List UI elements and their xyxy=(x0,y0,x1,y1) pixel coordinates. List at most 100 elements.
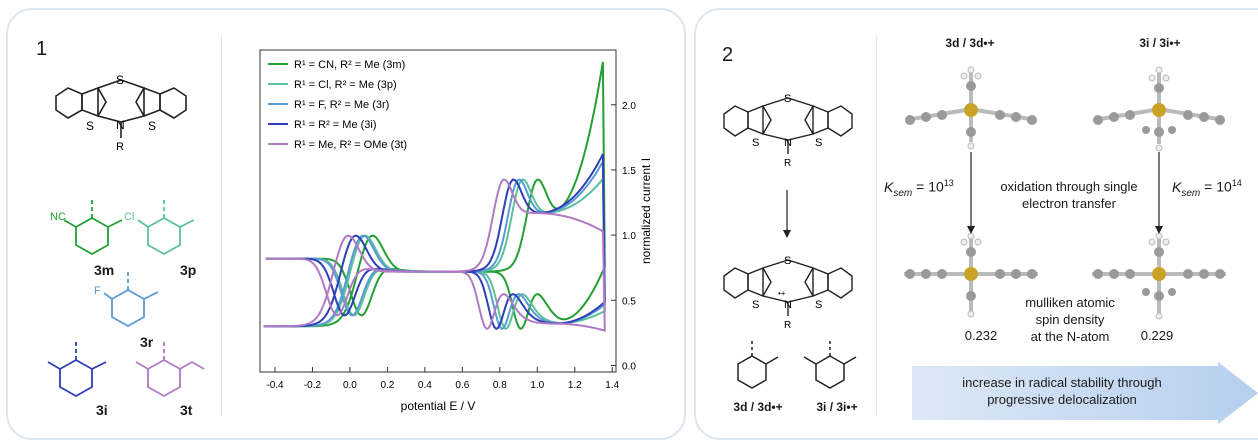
core-structure-1: S S S N R xyxy=(55,73,187,153)
legend-label: R¹ = R² = Me (3i) xyxy=(294,119,377,131)
molecule-model-3d-neutral xyxy=(905,66,1037,150)
x-tick-label: 0.6 xyxy=(455,380,469,391)
compound-label-3m: 3m xyxy=(94,262,115,278)
panel-1-label: 1 xyxy=(36,38,48,60)
panel-1-divider xyxy=(221,36,222,416)
spin-value-right: 0.229 xyxy=(1140,328,1174,343)
compound-label-3i: 3i xyxy=(96,402,108,418)
banner-text: increase in radical stability through pr… xyxy=(912,374,1212,408)
header-3d: 3d / 3d•+ xyxy=(945,36,995,50)
s-atom: S xyxy=(86,119,94,133)
panel-2-label: 2 xyxy=(722,44,734,66)
fluoro-label: F xyxy=(94,285,101,297)
r-group: R xyxy=(784,320,791,331)
k-sem-left: Ksem = 1013 xyxy=(884,178,954,198)
x-tick-label: 1.0 xyxy=(530,380,544,391)
substituent-3p: Cl xyxy=(124,198,195,256)
s-atom: S xyxy=(752,137,759,149)
k-equals: = 10 xyxy=(1200,178,1232,195)
cv-curve xyxy=(263,157,606,330)
neutral-structure: S S S N R xyxy=(723,93,853,169)
y-axis-label: normalized current I xyxy=(639,158,653,264)
x-tick-label: 1.2 xyxy=(568,380,582,391)
n-atom: N xyxy=(784,137,792,149)
s-atom: S xyxy=(784,93,791,105)
down-arrow-icon xyxy=(1155,152,1163,234)
cv-curve xyxy=(263,176,606,331)
pair-label-3d: 3d / 3d•+ xyxy=(733,400,783,414)
k-symbol: K xyxy=(884,178,894,195)
x-tick-label: 1.4 xyxy=(605,380,619,391)
plot-frame xyxy=(259,49,617,373)
y-tick-label: 0.5 xyxy=(622,296,636,307)
header-3i: 3i / 3i•+ xyxy=(1139,36,1181,50)
nitrile-label: NC xyxy=(50,211,66,223)
k-subscript: sem xyxy=(1181,187,1201,199)
compound-label-3p: 3p xyxy=(180,262,197,278)
s-atom: S xyxy=(784,255,791,267)
cv-curve xyxy=(263,178,606,332)
n-atom: N xyxy=(116,118,125,132)
x-tick-label: 0.0 xyxy=(343,380,357,391)
k-exponent: 14 xyxy=(1231,178,1242,188)
legend-label: R¹ = Cl, R² = Me (3p) xyxy=(294,79,397,91)
x-tick-label: -0.4 xyxy=(266,380,284,391)
spin-line-3: at the N-atom xyxy=(1030,329,1110,344)
stability-banner-arrow xyxy=(912,362,1258,424)
radical-cation-structure: S S S N •+ R xyxy=(723,255,853,331)
s-atom: S xyxy=(148,119,156,133)
x-axis-label: potential E / V xyxy=(401,399,476,413)
y-tick-label: 1.5 xyxy=(622,166,636,177)
spin-line-2: spin density xyxy=(1035,312,1105,327)
compound-label-3r: 3r xyxy=(140,334,154,350)
s-atom: S xyxy=(116,73,124,87)
legend-label: R¹ = Me, R² = OMe (3t) xyxy=(294,139,407,151)
k-exponent: 13 xyxy=(943,178,954,188)
compound-label-3t: 3t xyxy=(180,402,193,418)
s-atom: S xyxy=(815,299,822,311)
k-subscript: sem xyxy=(893,187,913,199)
legend-label: R¹ = CN, R² = Me (3m) xyxy=(294,59,405,71)
substituent-3m: NC xyxy=(50,198,123,256)
aryl-3i xyxy=(803,340,857,389)
pair-label-3i: 3i / 3i•+ xyxy=(816,400,858,414)
r-group: R xyxy=(116,141,124,153)
k-sem-right: Ksem = 1014 xyxy=(1172,178,1242,198)
n-atom: N xyxy=(784,299,792,311)
x-tick-label: -0.2 xyxy=(304,380,322,391)
k-equals: = 10 xyxy=(912,178,944,195)
r-group: R xyxy=(784,158,791,169)
y-tick-label: 1.0 xyxy=(622,231,636,242)
substituent-3r: F xyxy=(94,270,159,328)
down-arrow-icon xyxy=(783,190,791,238)
y-tick-label: 0.0 xyxy=(622,361,636,372)
s-atom: S xyxy=(752,299,759,311)
aryl-3d xyxy=(737,340,779,389)
x-tick-label: 0.2 xyxy=(380,380,394,391)
spin-line-1: mulliken atomic xyxy=(1025,295,1115,310)
oxidation-line-1: oxidation through single xyxy=(1000,179,1138,194)
substituent-3i xyxy=(47,340,107,398)
substituent-3t xyxy=(135,340,205,398)
k-symbol: K xyxy=(1172,178,1182,195)
oxidation-line-2: electron transfer xyxy=(1022,196,1116,211)
molecule-model-3i-radical xyxy=(1092,232,1226,320)
legend-label: R¹ = F, R² = Me (3r) xyxy=(294,99,389,111)
chloro-label: Cl xyxy=(124,211,134,223)
spin-density-text: mulliken atomic spin density at the N-at… xyxy=(1020,294,1120,345)
molecule-model-3i-neutral xyxy=(1093,66,1225,152)
banner-line-1: increase in radical stability through xyxy=(962,375,1162,390)
oxidation-text: oxidation through single electron transf… xyxy=(984,178,1154,212)
panel-2-divider xyxy=(876,36,877,416)
radical-mark: •+ xyxy=(778,289,786,298)
banner-line-2: progressive delocalization xyxy=(987,392,1137,407)
down-arrow-icon xyxy=(967,152,975,234)
x-tick-label: 0.8 xyxy=(493,380,507,391)
y-tick-label: 2.0 xyxy=(622,101,636,112)
x-tick-label: 0.4 xyxy=(418,380,432,391)
cv-curve xyxy=(263,153,606,330)
s-atom: S xyxy=(815,137,822,149)
molecule-model-3d-radical xyxy=(904,232,1038,318)
spin-value-left: 0.232 xyxy=(964,328,998,343)
